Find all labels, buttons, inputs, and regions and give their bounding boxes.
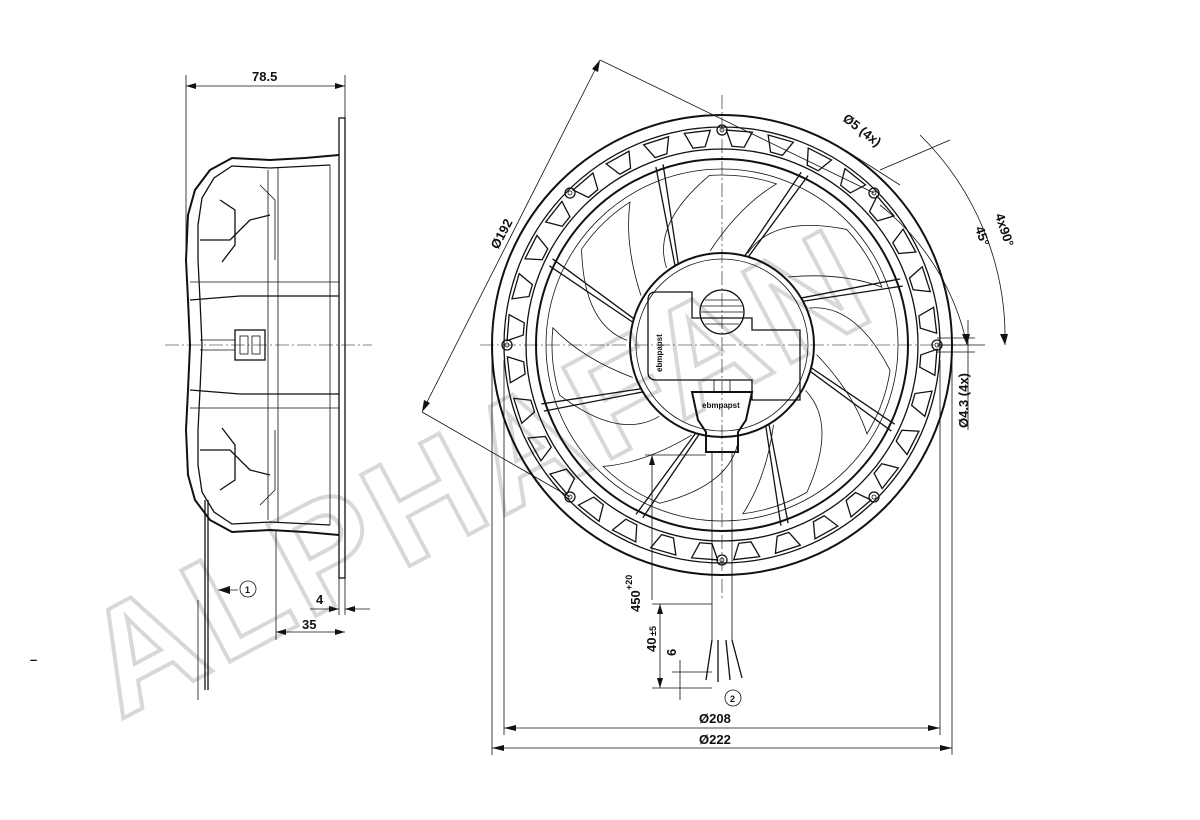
ring-slot	[527, 435, 552, 463]
ring-slot	[604, 150, 632, 175]
cable-connector: ebmpapst	[690, 379, 754, 640]
fan-blades	[551, 174, 891, 515]
mount-hole-bottom	[716, 554, 728, 566]
ring-slot	[577, 496, 605, 523]
ring-slot	[908, 265, 932, 293]
spoke	[801, 278, 903, 302]
hub-vent	[699, 289, 745, 335]
front-view: ebmpapst ebmpapst 2 Ø192 Ø5 (4x) 4x90°	[421, 59, 1017, 755]
ring-slot	[571, 171, 599, 199]
ring-slots	[506, 129, 938, 561]
fan-blade	[581, 201, 642, 341]
ring-slot	[690, 542, 719, 561]
spoke	[765, 424, 789, 526]
dim-mount-holes-side: Ø4.3 (4x)	[956, 373, 971, 428]
ring-slot	[506, 355, 526, 384]
mount-hole-left	[501, 339, 513, 351]
ring-slot	[725, 129, 754, 148]
dim-overall-depth: 78.5	[252, 69, 277, 84]
dim-mount-holes-top: Ø5 (4x)	[840, 111, 884, 150]
fan-blade	[663, 174, 778, 269]
ring-slot	[774, 531, 802, 555]
ring-slot	[892, 227, 917, 255]
ring-slot	[524, 234, 549, 261]
ring-slot	[910, 390, 933, 418]
ring-slot	[683, 129, 712, 149]
ring-slot	[611, 518, 638, 543]
dim-bolt-circle: Ø192	[487, 216, 515, 251]
ring-slot	[918, 306, 938, 335]
airflow-marker-label: 1	[245, 585, 250, 595]
ring-slot	[649, 533, 677, 556]
ring-slot	[895, 429, 920, 456]
fan-blade	[551, 326, 660, 425]
dim-cable-length-value: 450	[628, 590, 643, 612]
ring-slot	[642, 135, 670, 159]
spoke	[809, 367, 896, 432]
dim-angle-spacing: 4x90°	[992, 211, 1017, 248]
fan-blade	[602, 434, 739, 504]
ring-slot	[839, 167, 867, 194]
stray-dash: –	[30, 652, 37, 667]
mount-hole-ne	[868, 187, 880, 199]
spoke	[655, 164, 679, 266]
dim-wire-end: 6	[664, 649, 679, 656]
ring-slot	[511, 272, 534, 300]
cable-marker-label: 2	[730, 694, 735, 704]
mount-hole-nw	[564, 187, 576, 199]
ring-slot	[812, 515, 840, 540]
ring-slot	[873, 462, 900, 490]
dim-mount-offset: 35	[302, 617, 316, 632]
fan-blade	[747, 224, 883, 288]
ring-slot	[806, 147, 833, 172]
airflow-marker: 1	[218, 580, 257, 598]
spoke	[541, 388, 643, 412]
side-view: 78.5 1 4 35	[165, 69, 372, 700]
spoke	[744, 171, 809, 258]
ring-slot	[868, 194, 896, 222]
ring-slot	[506, 313, 525, 342]
spokes	[541, 164, 903, 526]
ring-slot	[512, 397, 536, 425]
dim-strip-length-tol: ±5	[648, 626, 658, 636]
hub-brand-label: ebmpapst	[655, 334, 664, 372]
ring-slot	[845, 491, 873, 519]
spoke	[548, 258, 635, 323]
mount-hole-se	[868, 491, 880, 503]
ring-slot	[919, 348, 938, 377]
ring-slot	[544, 200, 571, 228]
ring-slot	[548, 468, 576, 496]
mount-hole-sw	[564, 491, 576, 503]
connector-brand-label: ebmpapst	[702, 401, 740, 410]
dim-strip-length-value: 40	[644, 638, 659, 652]
dim-outer-diameter: Ø222	[699, 732, 731, 747]
dim-flange-thickness: 4	[316, 592, 324, 607]
dim-cable-length: 450 +20	[624, 575, 643, 612]
ring-slot	[767, 134, 795, 157]
ring-slot	[732, 541, 761, 561]
fan-blade	[742, 390, 823, 515]
cable-marker: 2	[724, 689, 742, 707]
dim-strip-length: 40 ±5	[644, 626, 659, 652]
dim-cable-length-tol: +20	[624, 575, 634, 590]
dim-angle-offset: 45°	[972, 224, 992, 247]
dim-outer-diameter-inner: Ø208	[699, 711, 731, 726]
mount-hole-top	[716, 124, 728, 136]
